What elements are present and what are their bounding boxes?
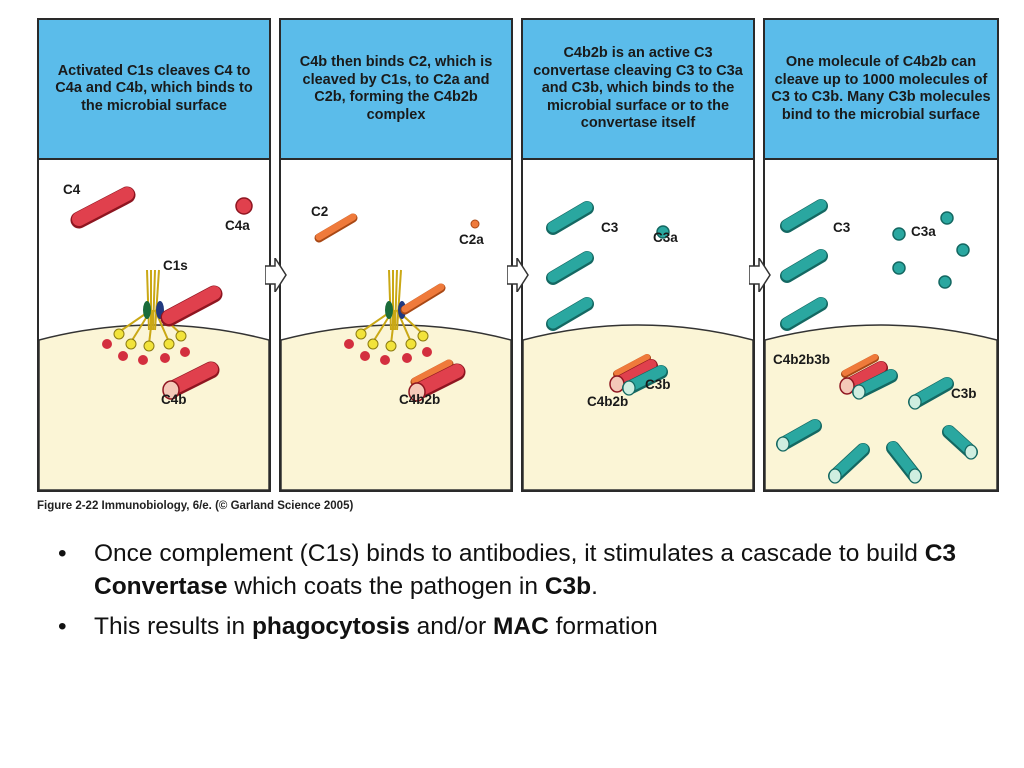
complement-figure: Activated C1s cleaves C4 to C4a and C4b,… <box>37 18 999 492</box>
bullet-text-pre: This results in <box>94 613 252 640</box>
c4b2b-complex <box>408 359 466 402</box>
label-c4b2b: C4b2b <box>399 392 441 407</box>
label-c4b2b: C4b2b <box>587 394 629 409</box>
panel-4: One molecule of C4b2b can cleave up to 1… <box>763 18 999 492</box>
label-c3a: C3a <box>653 230 678 245</box>
c3-molecules <box>780 199 828 331</box>
c4b2b-c3b-complex <box>609 354 668 396</box>
panel-2: C4b then binds C2, which is cleaved by C… <box>279 18 513 492</box>
label-c4b: C4b <box>161 392 187 407</box>
bullet-emphasis: C3b <box>544 573 592 600</box>
bullet-item: • This results in phagocytosis and/or MA… <box>58 610 958 643</box>
panel-2-scene <box>281 213 511 490</box>
c4b2b3b-complex <box>839 354 898 400</box>
c3a-fragments <box>892 211 970 289</box>
c4b-molecule <box>162 361 220 400</box>
label-c4b2b3b: C4b2b3b <box>773 352 831 367</box>
bullet-emphasis: phagocytosis <box>251 613 410 640</box>
bullet-text-mid: and/or <box>409 613 493 640</box>
c2-molecule <box>314 213 358 243</box>
microbial-surface <box>765 324 997 490</box>
arrow-3-icon <box>749 258 771 292</box>
c3-molecules <box>546 201 594 331</box>
arrow-1-icon <box>265 258 287 292</box>
bullet-icon: • <box>58 540 67 567</box>
label-c2: C2 <box>311 204 329 219</box>
bullet-text-post: . <box>591 573 598 600</box>
panel-1-header: Activated C1s cleaves C4 to C4a and C4b,… <box>39 20 269 160</box>
label-c4a: C4a <box>225 218 250 233</box>
label-c2a: C2a <box>459 232 484 247</box>
label-c3: C3 <box>601 220 619 235</box>
microbial-surface <box>281 324 511 490</box>
bullet-text-pre: Once complement (C1s) binds to antibodie… <box>94 540 925 567</box>
bullet-text-mid: which coats the pathogen in <box>227 573 545 600</box>
c4a-fragment <box>235 197 253 215</box>
panel-3-scene <box>523 201 753 490</box>
panel-1-scene <box>39 186 269 490</box>
label-c1s: C1s <box>163 258 188 273</box>
bullet-emphasis: C3 Convertase <box>94 540 957 600</box>
arrow-2-icon <box>507 258 529 292</box>
c4-molecule <box>70 186 136 229</box>
panel-2-header: C4b then binds C2, which is cleaved by C… <box>281 20 511 160</box>
c2a-fragment <box>470 219 480 229</box>
c3a-fragment <box>656 225 670 239</box>
antibody-c1-complex <box>102 269 190 365</box>
figure-caption: Figure 2-22 Immunobiology, 6/e. (© Garla… <box>37 500 354 512</box>
label-c3: C3 <box>833 220 851 235</box>
antibody-c1-complex <box>344 269 446 365</box>
bullet-item: • Once complement (C1s) binds to antibod… <box>58 537 958 603</box>
microbial-surface <box>523 324 753 490</box>
bullet-list: • Once complement (C1s) binds to antibod… <box>58 537 958 650</box>
label-c3b: C3b <box>951 386 977 401</box>
panel-4-scene <box>765 199 997 490</box>
bullet-icon: • <box>58 613 67 640</box>
panel-4-header: One molecule of C4b2b can cleave up to 1… <box>765 20 997 160</box>
panel-3-header: C4b2b is an active C3 convertase cleavin… <box>523 20 753 160</box>
label-c3a: C3a <box>911 224 936 239</box>
panel-1: Activated C1s cleaves C4 to C4a and C4b,… <box>37 18 271 492</box>
microbial-surface <box>39 324 269 490</box>
label-c3b: C3b <box>645 377 671 392</box>
bullet-text-post: formation <box>548 613 658 640</box>
panel-3: C4b2b is an active C3 convertase cleavin… <box>521 18 755 492</box>
bullet-emphasis: MAC <box>492 613 549 640</box>
label-c4: C4 <box>63 182 81 197</box>
c3b-bound-molecules <box>776 377 978 484</box>
c4-bound-molecule <box>160 285 223 327</box>
